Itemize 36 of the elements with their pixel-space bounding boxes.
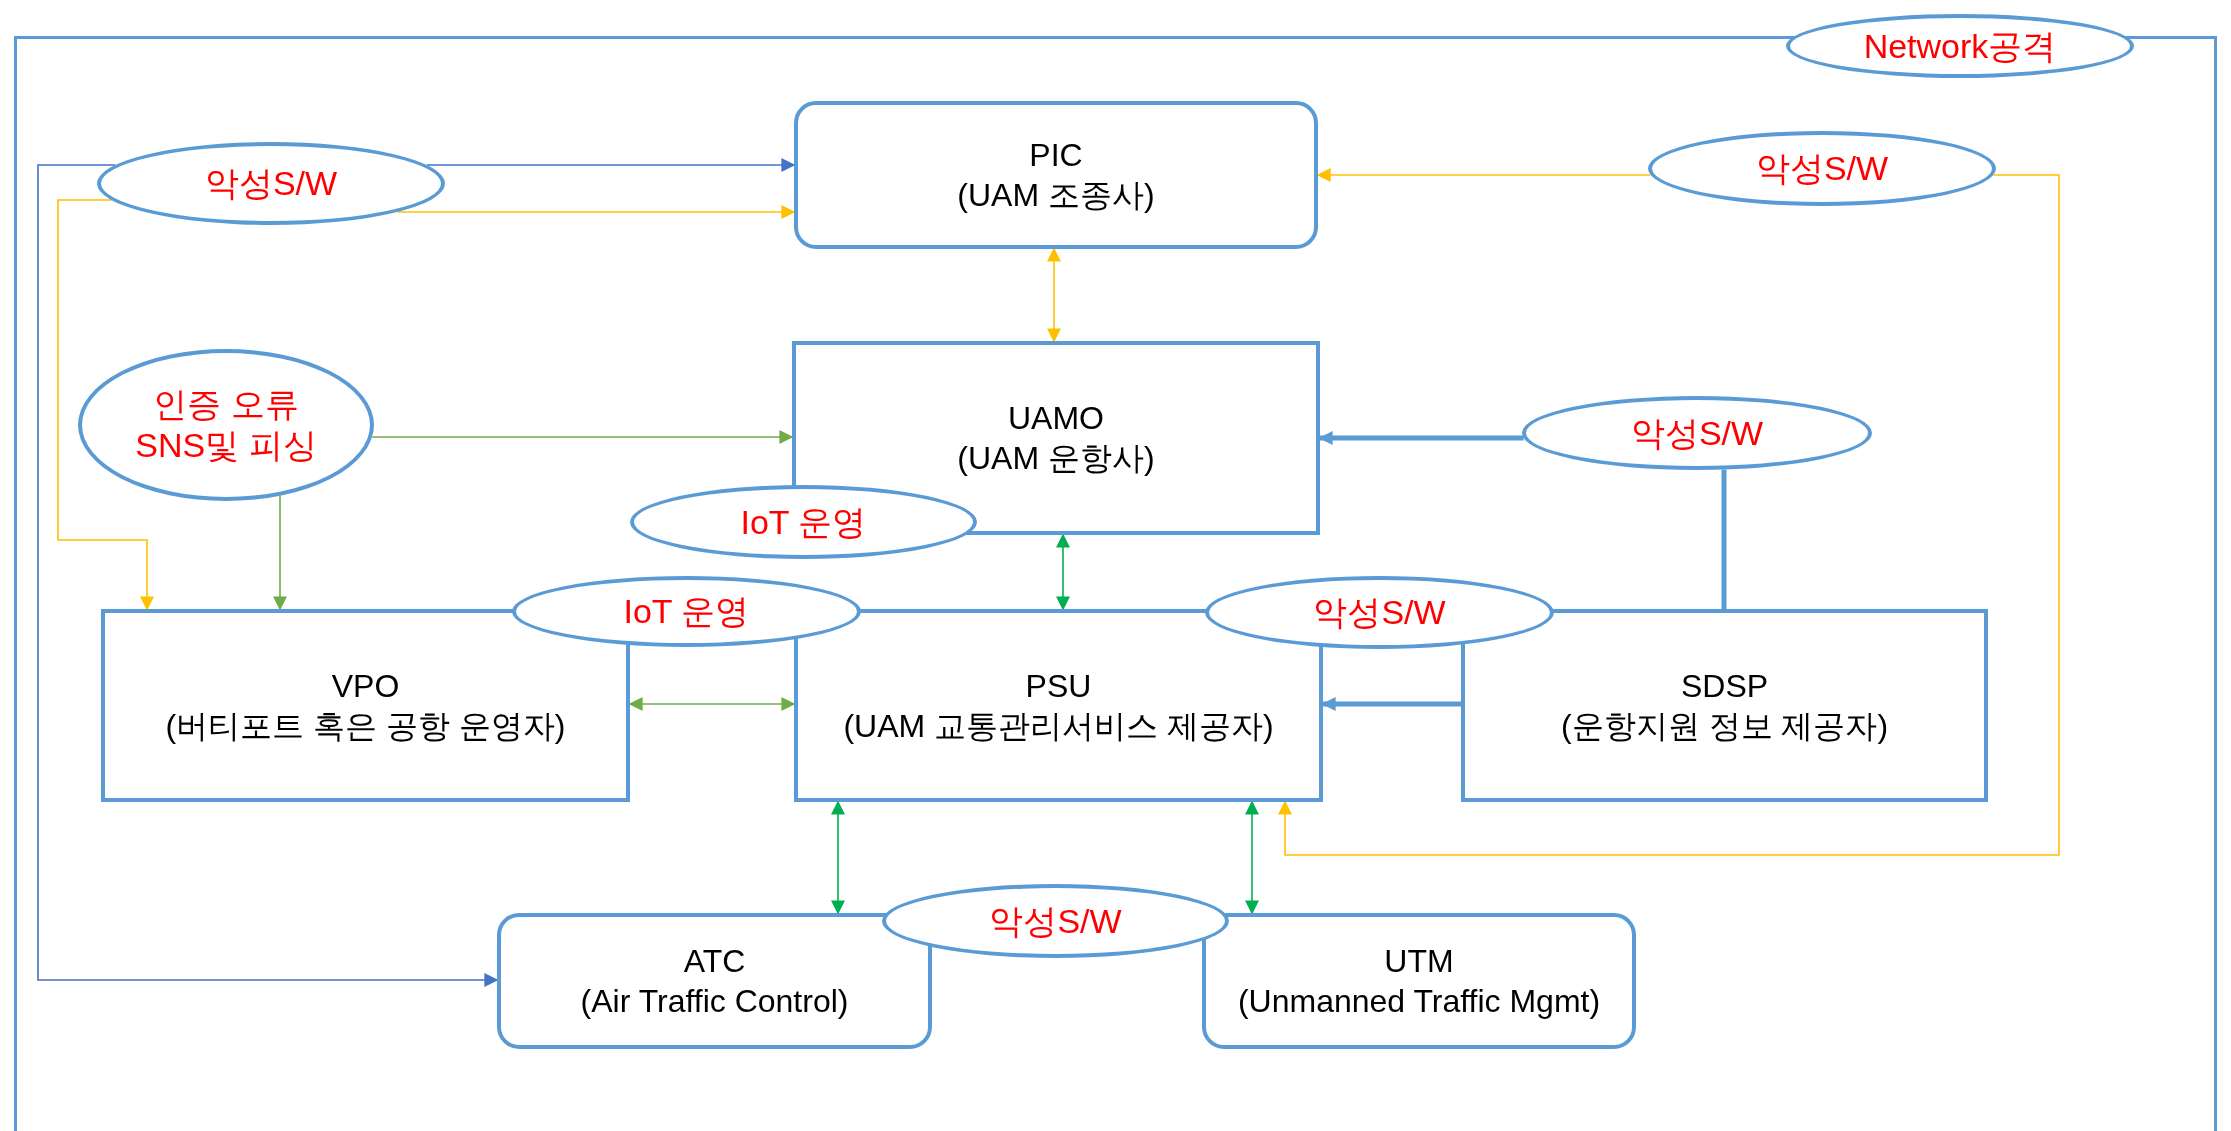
entity-description: (Air Traffic Control): [580, 982, 849, 1021]
entity-name: VPO: [331, 666, 400, 706]
threat-label: SNS및 피싱: [135, 425, 317, 466]
entity-box: [1461, 609, 1988, 802]
arrow: [425, 158, 796, 172]
arrow: [831, 800, 845, 915]
threat-label: 악성S/W: [1630, 412, 1764, 454]
arrow: [1056, 533, 1070, 611]
threat-label: 악성S/W: [1313, 592, 1446, 633]
arrow: [396, 205, 796, 219]
entity-name: PIC: [1029, 136, 1083, 175]
threat-label: 인증 오류: [153, 384, 299, 425]
entity-name: UTM: [1384, 942, 1454, 981]
entity-description: (버티포트 혹은 공항 운영자): [165, 706, 566, 746]
entity-box: [1202, 913, 1636, 1049]
entity-box: [794, 101, 1318, 249]
entity-box: [497, 913, 932, 1049]
entity-description: (운항지원 정보 제공자): [1560, 706, 1889, 746]
entity-description: (UAM 운항사): [957, 439, 1155, 478]
threat-label: IoT 운영: [740, 501, 867, 543]
entity-description: (Unmanned Traffic Mgmt): [1237, 982, 1601, 1021]
arrow: [57, 199, 154, 611]
threat-label: 악성S/W: [989, 900, 1122, 942]
entity-name: ATC: [683, 942, 746, 981]
entity-description: (UAM 교통관리서비스 제공자): [843, 706, 1274, 746]
arrow: [1047, 247, 1061, 343]
entity-name: PSU: [1025, 666, 1092, 706]
threat-label: Network공격: [1863, 25, 2057, 67]
threat-label: 악성S/W: [1755, 148, 1889, 189]
threat-label: IoT 운영: [623, 591, 750, 632]
arrow: [37, 164, 499, 987]
entity-description: (UAM 조종사): [957, 176, 1155, 215]
arrow: [1245, 800, 1259, 915]
threat-label: 악성S/W: [204, 163, 338, 204]
entity-name: SDSP: [1680, 666, 1769, 706]
entity-name: UAMO: [1008, 399, 1104, 438]
